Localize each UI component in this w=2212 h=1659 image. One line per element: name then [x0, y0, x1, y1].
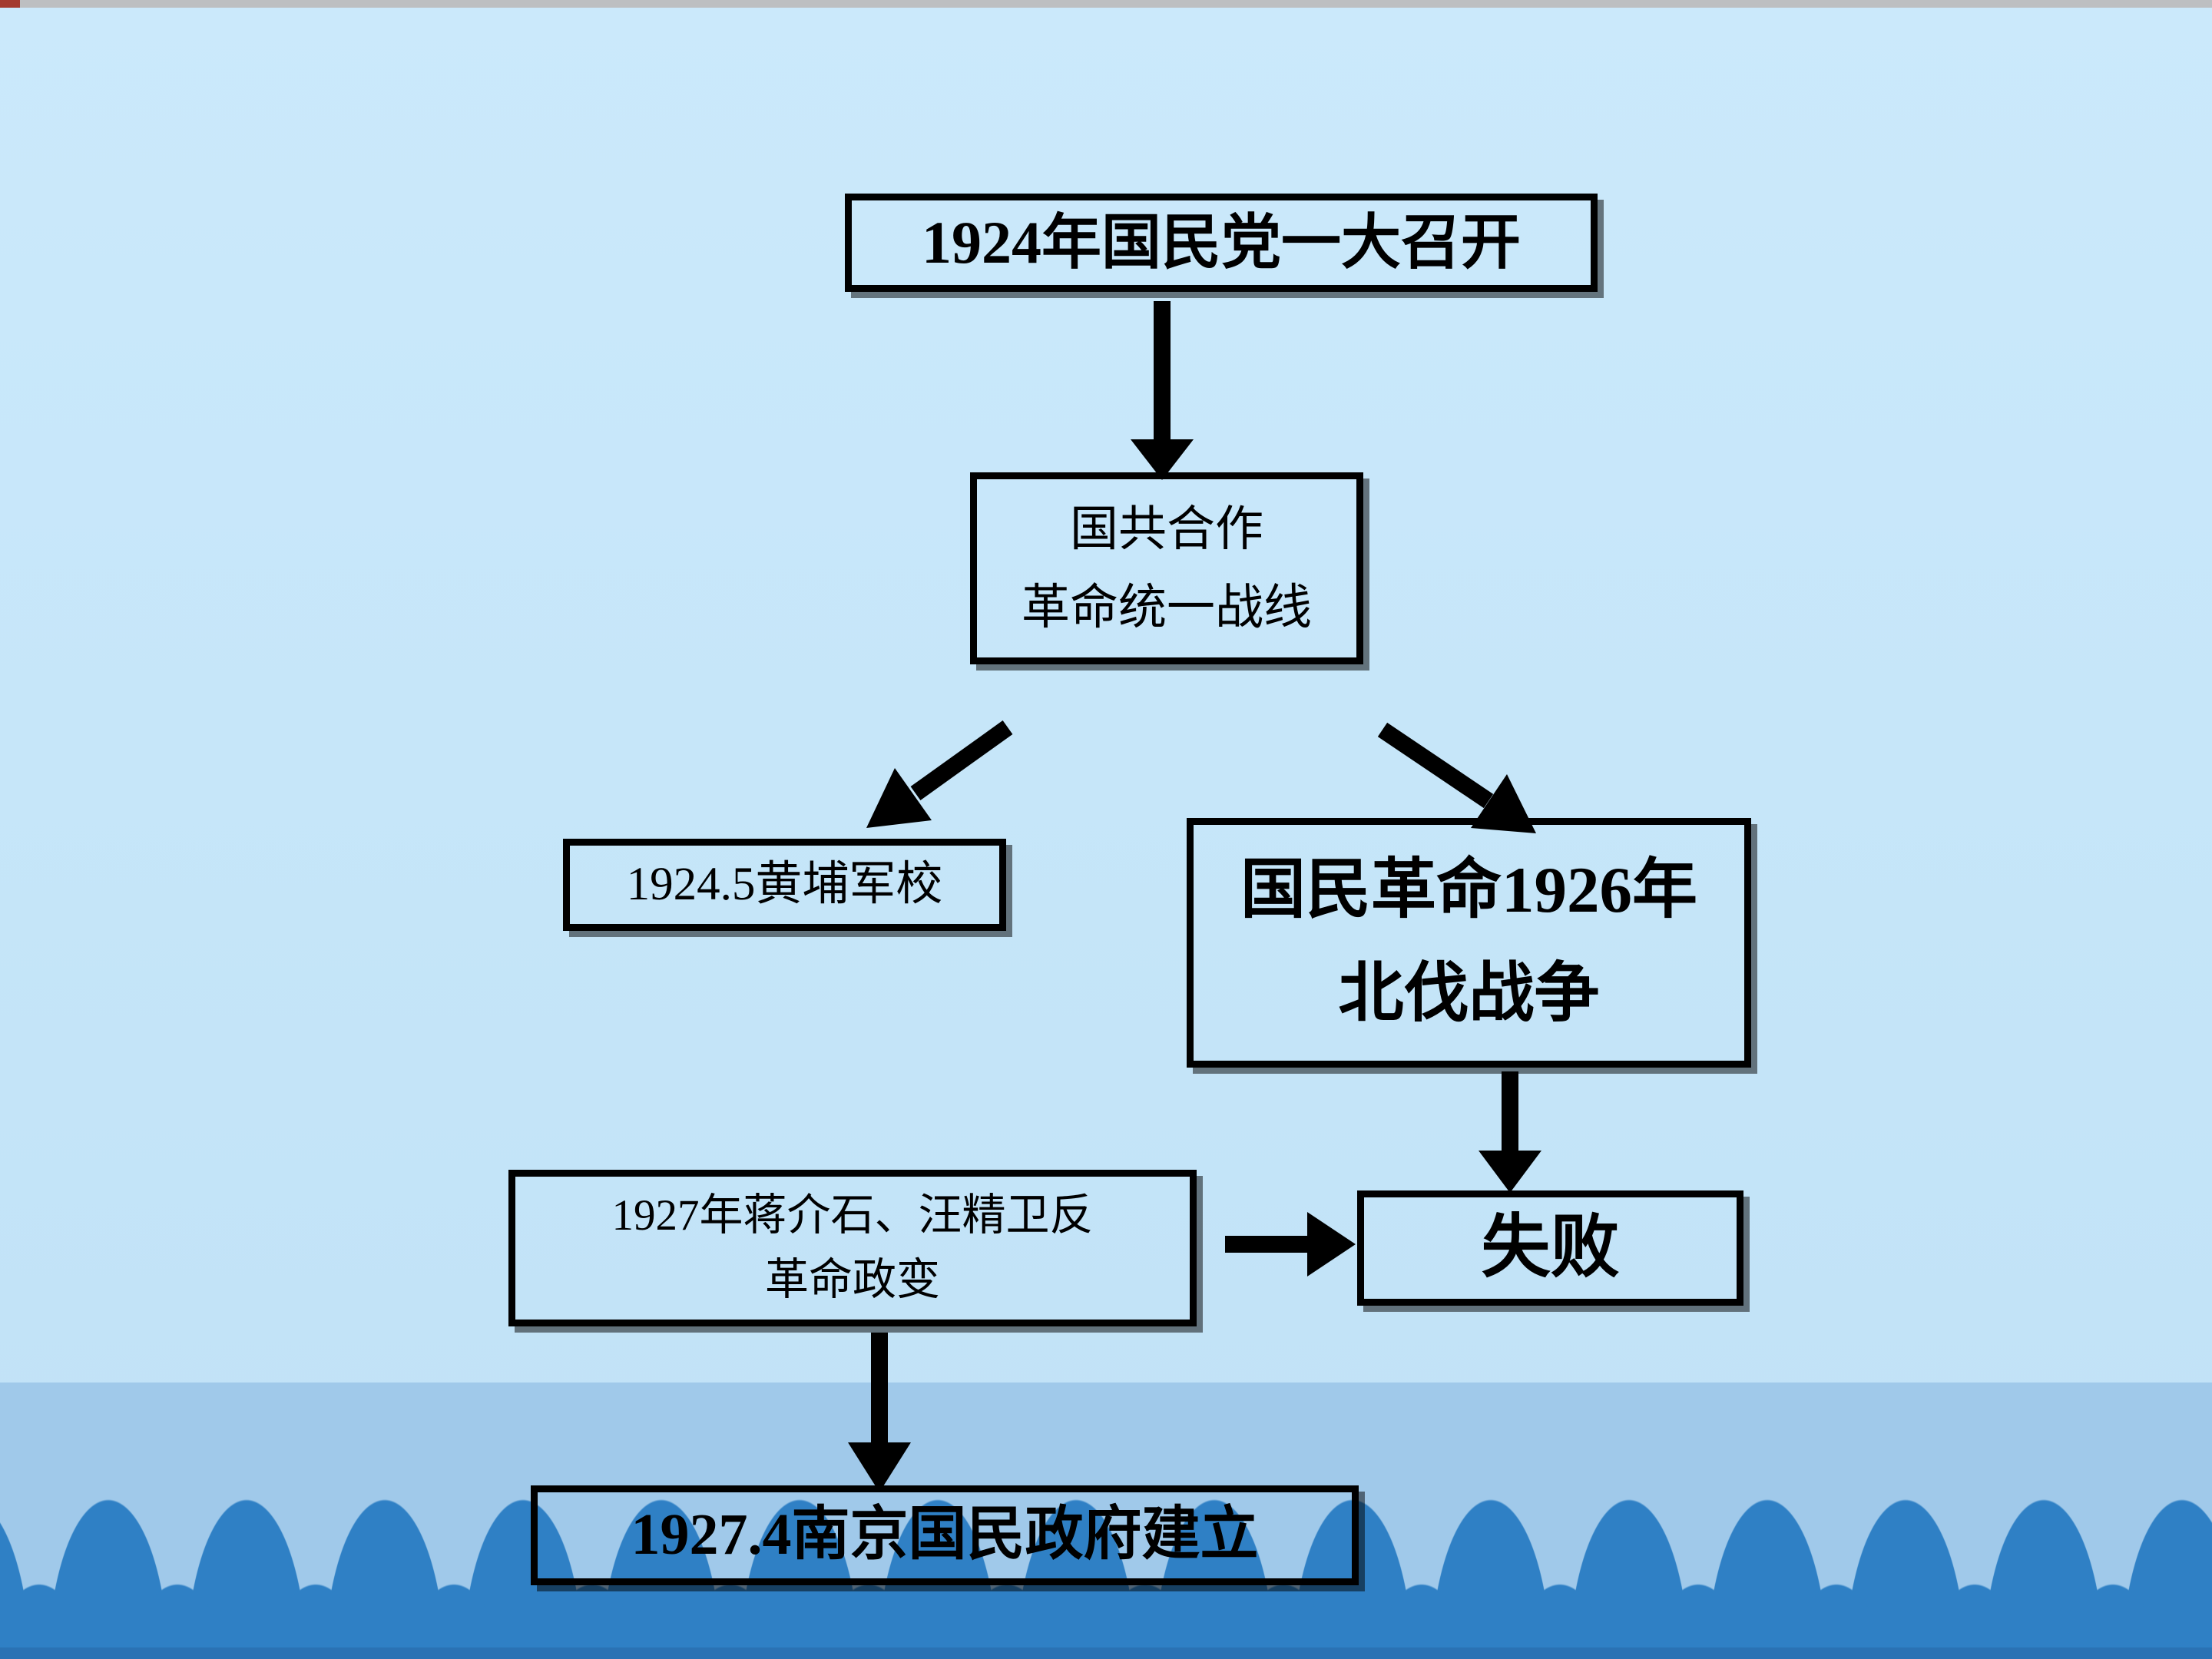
arrow-diagonal-cooperation-to-whampoa-icon: [866, 720, 1013, 828]
box-label-line1: 1927年蒋介石、汪精卫反: [611, 1191, 1094, 1240]
box-1924-kmt-congress: 1924年国民党一大召开: [845, 194, 1598, 292]
box-label-line2: 革命统一战线: [1022, 580, 1312, 634]
top-edge-red-mark: [0, 0, 20, 8]
box-label: 1927.4南京国民政府建立: [631, 1502, 1259, 1568]
box-kmt-cpc-cooperation: 国共合作 革命统一战线: [970, 472, 1363, 664]
box-label-line1: 国民革命1926年: [1240, 854, 1697, 927]
box-northern-expedition: 国民革命1926年 北伐战争: [1187, 818, 1751, 1068]
top-edge-strip: [0, 0, 2212, 8]
box-label-line2: 北伐战争: [1338, 958, 1600, 1031]
box-nanjing-government: 1927.4南京国民政府建立: [531, 1485, 1359, 1585]
box-label: 失败: [1481, 1210, 1620, 1286]
box-label: 1924年国民党一大召开: [921, 209, 1521, 276]
band-bottom-bar: [0, 1647, 2212, 1659]
scallop-row-lower: [0, 1584, 2212, 1659]
box-label-line1: 国共合作: [1070, 502, 1263, 557]
arrow-down-expedition-to-failure-icon: [1479, 1071, 1541, 1193]
box-label: 1924.5黄埔军校: [626, 858, 943, 910]
arrow-right-coup-to-failure-icon: [1225, 1212, 1356, 1277]
arrow-down-congress-to-cooperation-icon: [1131, 301, 1194, 480]
box-whampoa-academy: 1924.5黄埔军校: [563, 839, 1006, 931]
box-1927-counterrevolution-coup: 1927年蒋介石、汪精卫反 革命政变: [508, 1170, 1197, 1326]
box-failure: 失败: [1357, 1190, 1743, 1306]
box-label-line2: 革命政变: [765, 1256, 940, 1305]
